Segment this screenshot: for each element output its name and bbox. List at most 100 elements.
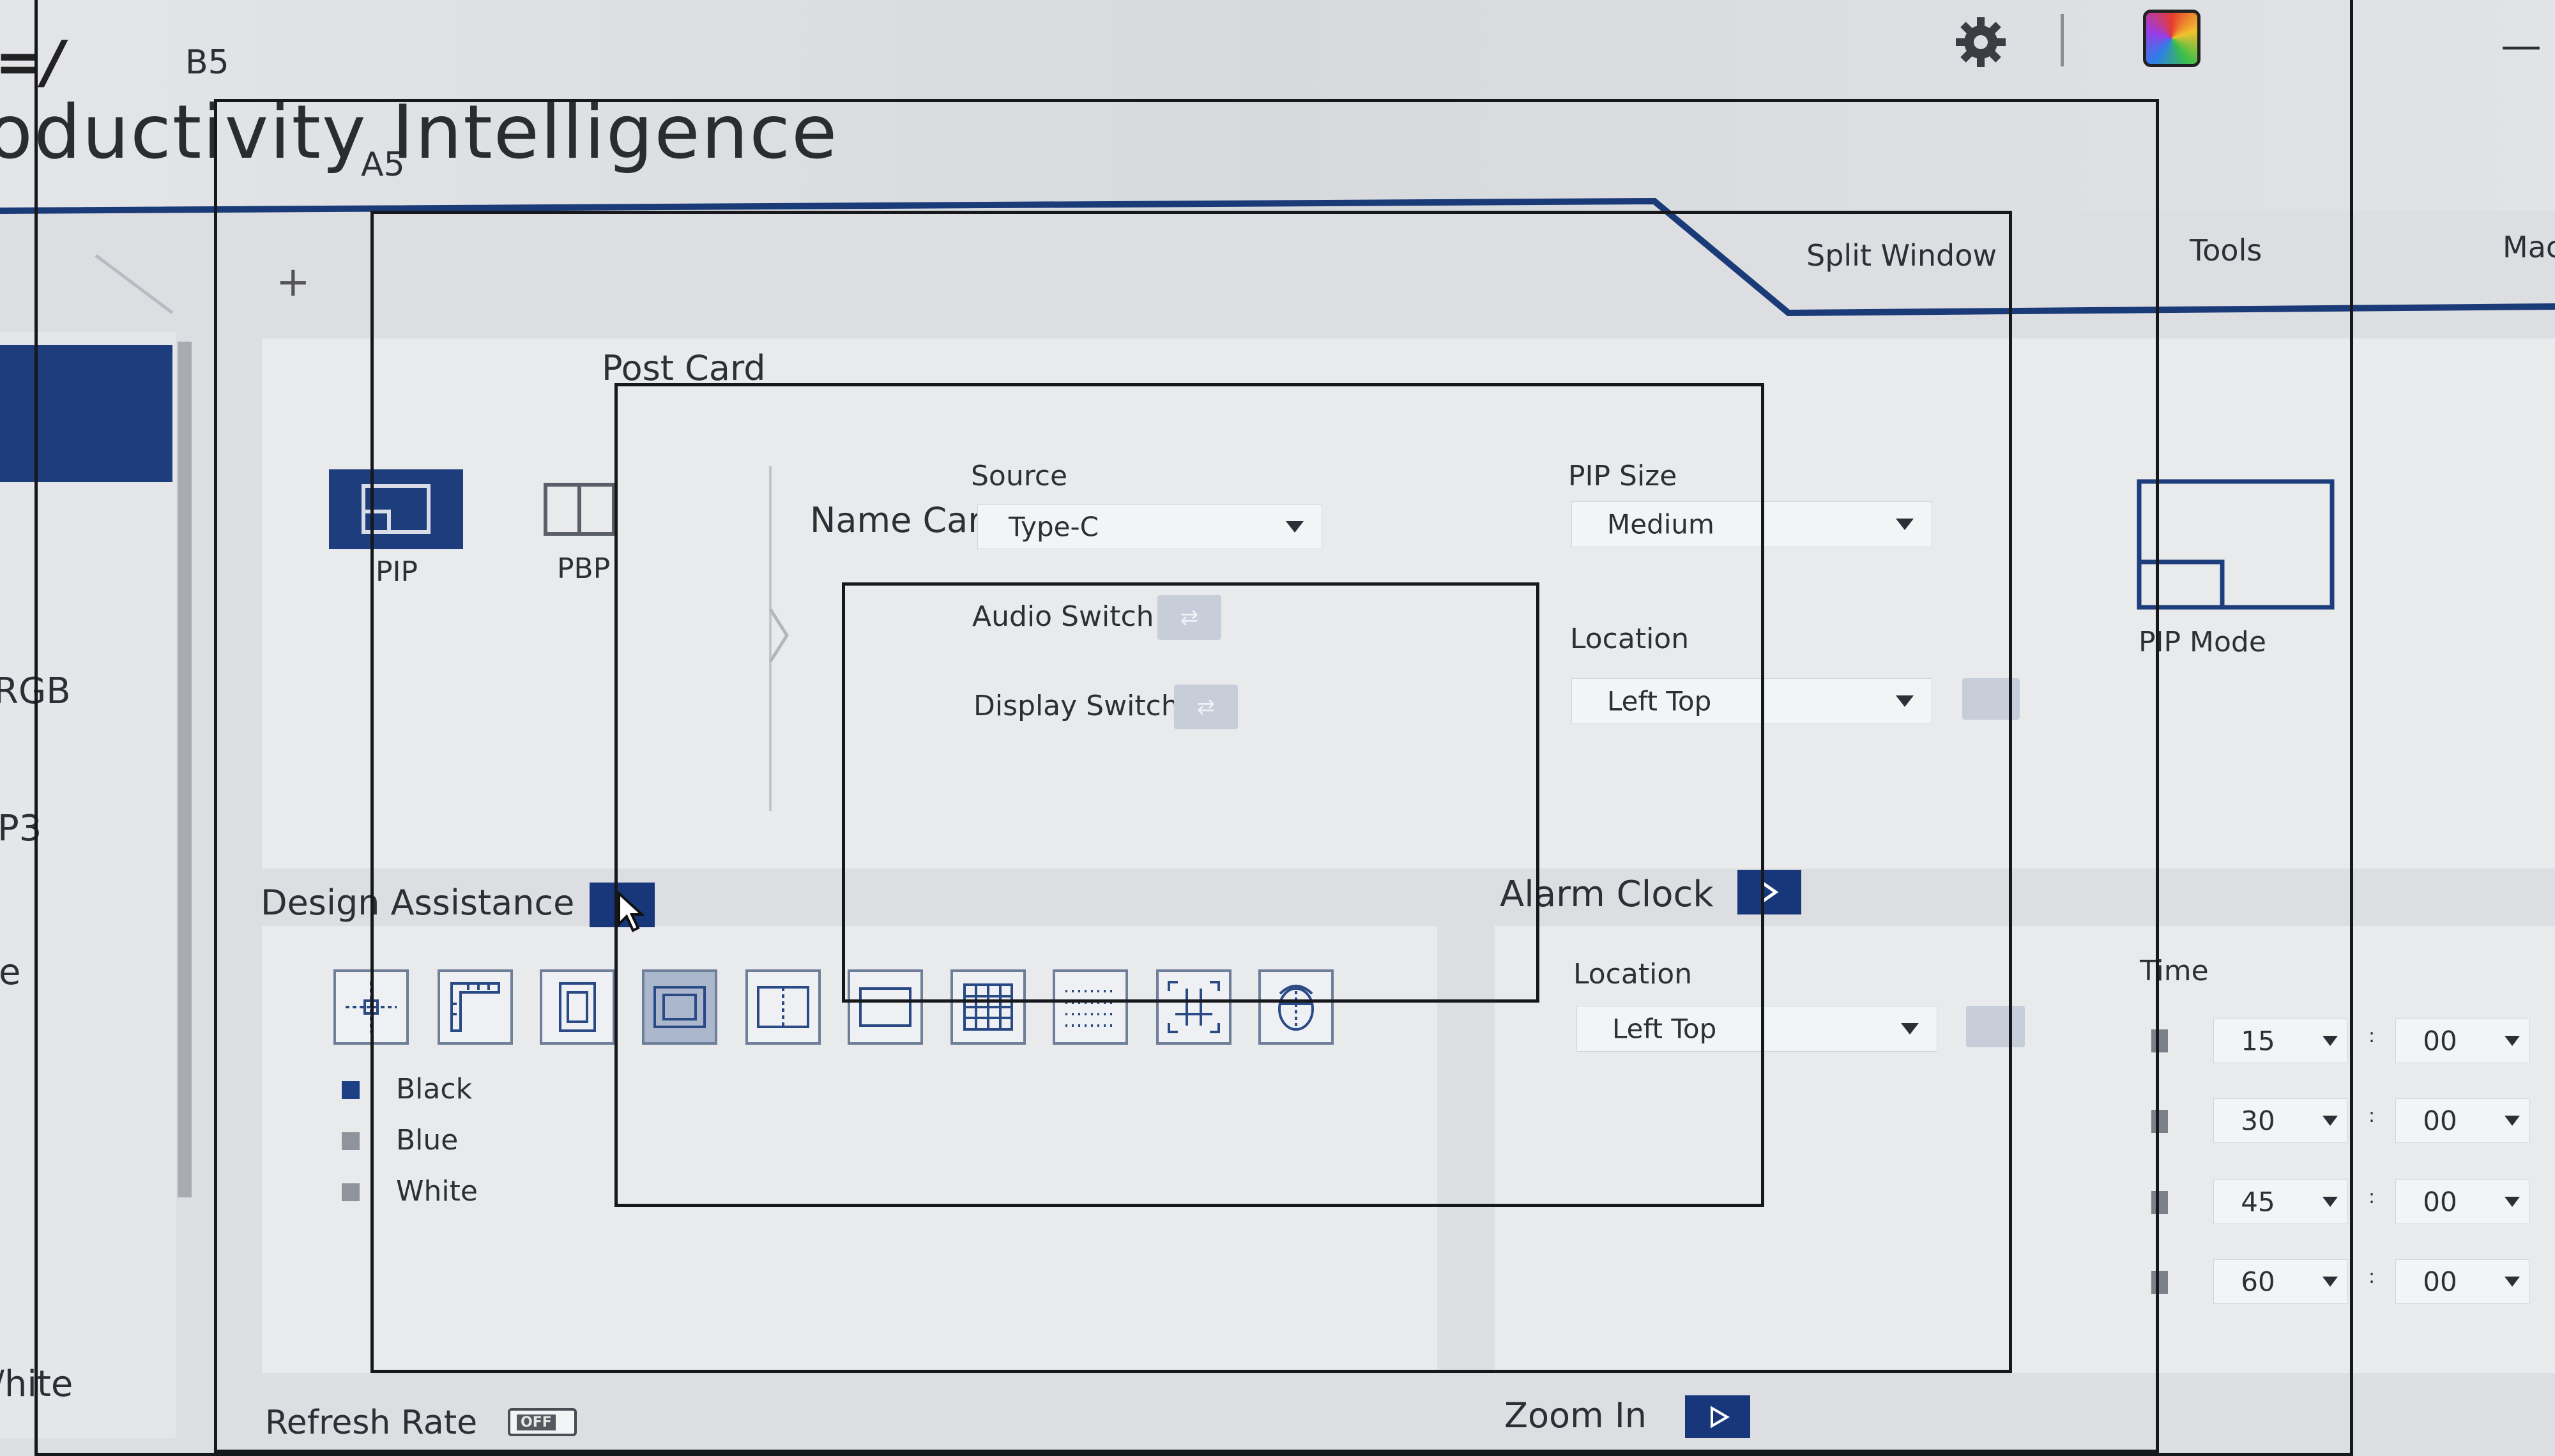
tab-tools[interactable]: Tools — [2190, 233, 2262, 268]
chevron-down-icon — [1896, 519, 1914, 530]
refresh-rate-toggle[interactable]: OFF — [508, 1408, 577, 1436]
chevron-down-icon — [2505, 1036, 2520, 1046]
audio-switch-label: Audio Switch — [972, 600, 1154, 633]
page-marker-b5: B5 — [185, 43, 229, 82]
grid-tool-face-guide[interactable] — [1258, 969, 1334, 1045]
header-divider — [2061, 14, 2064, 66]
time-row-handle[interactable] — [2151, 1191, 2168, 1214]
header-accent-line — [0, 197, 2555, 317]
mode-pip-button[interactable] — [329, 469, 463, 549]
alarm-location-label: Location — [1573, 958, 1693, 990]
grid-tool-rectangle[interactable] — [848, 969, 923, 1045]
chevron-down-icon — [1286, 521, 1304, 533]
frame-name-card — [842, 582, 1539, 1003]
swap-icon: ⇄ — [1180, 605, 1199, 630]
grid-tool-ruler[interactable] — [438, 969, 513, 1045]
source-select[interactable]: Type-C — [977, 504, 1322, 549]
split-window-panel — [262, 338, 2555, 868]
sidebar-item-e[interactable]: e — [0, 952, 21, 993]
source-value: Type-C — [1009, 511, 1099, 543]
time-row-handle[interactable] — [2151, 1110, 2168, 1133]
grid-tool-grid[interactable] — [950, 969, 1026, 1045]
time-minutes-select[interactable]: 15 — [2213, 1019, 2347, 1063]
refresh-rate-toggle-state: OFF — [517, 1414, 556, 1430]
pip-mode-label: PIP Mode — [2139, 626, 2266, 658]
sidebar — [0, 332, 176, 1438]
grid-tool-dots[interactable] — [1053, 969, 1128, 1045]
chevron-down-icon — [2322, 1197, 2338, 1207]
rectangle-icon — [859, 987, 911, 1027]
alarm-location-apply-button[interactable] — [1966, 1006, 2025, 1047]
alarm-clock-title: Alarm Clock — [1500, 874, 1714, 915]
color-swatch-blue[interactable] — [342, 1132, 360, 1150]
time-row-handle[interactable] — [2151, 1271, 2168, 1294]
time-minutes-select[interactable]: 60 — [2213, 1259, 2347, 1304]
alarm-location-value: Left Top — [1612, 1013, 1717, 1045]
pip-mode-preview-icon — [2137, 479, 2335, 610]
display-switch-toggle[interactable]: ⇄ — [1174, 685, 1238, 729]
sidebar-scrollbar[interactable] — [178, 342, 192, 1197]
pip-size-value: Medium — [1607, 508, 1714, 540]
zoom-in-toggle[interactable] — [1685, 1395, 1750, 1438]
chevron-right-icon[interactable] — [766, 607, 792, 664]
time-seconds-select[interactable]: 00 — [2395, 1019, 2529, 1063]
grid-tool-frame-active[interactable] — [642, 969, 717, 1045]
post-card-label: Post Card — [602, 348, 766, 388]
name-card-label: Name Card — [810, 500, 1003, 540]
time-seconds-select[interactable]: 00 — [2395, 1179, 2529, 1224]
time-separator: : — [2368, 1186, 2376, 1208]
swap-icon: ⇄ — [1196, 694, 1216, 720]
chevron-down-icon — [2322, 1277, 2338, 1287]
time-minutes-select[interactable]: 45 — [2213, 1179, 2347, 1224]
alarm-location-select[interactable]: Left Top — [1576, 1006, 1937, 1052]
chevron-down-icon — [2505, 1116, 2520, 1126]
time-row-handle[interactable] — [2151, 1029, 2168, 1052]
time-separator: : — [2368, 1105, 2376, 1127]
cursor-icon — [618, 891, 644, 932]
tab-mac[interactable]: Mac — [2503, 230, 2555, 264]
grid-tool-thirds[interactable] — [1156, 969, 1232, 1045]
frame-icon — [653, 986, 706, 1028]
add-tab-button[interactable]: + — [276, 259, 310, 306]
page-marker-a5: A5 — [361, 146, 405, 184]
color-label-blue[interactable]: Blue — [396, 1124, 459, 1156]
chevron-down-icon — [2505, 1197, 2520, 1207]
color-swatch-white[interactable] — [342, 1183, 360, 1201]
gear-icon[interactable] — [1955, 16, 2007, 68]
refresh-rate-label: Refresh Rate — [265, 1404, 478, 1442]
face-guide-icon — [1278, 985, 1314, 1031]
alarm-clock-toggle[interactable] — [1737, 870, 1801, 914]
color-swatch-black[interactable] — [342, 1081, 360, 1099]
pip-size-select[interactable]: Medium — [1571, 501, 1932, 547]
chevron-down-icon — [2505, 1277, 2520, 1287]
pip-location-select[interactable]: Left Top — [1571, 678, 1932, 724]
sidebar-active-item[interactable] — [0, 345, 172, 482]
grid-tool-split[interactable] — [745, 969, 821, 1045]
tab-split-window[interactable]: Split Window — [1806, 238, 1997, 273]
alarm-clock-panel — [1495, 926, 2555, 1373]
header-background — [0, 0, 2555, 211]
pip-size-label: PIP Size — [1568, 460, 1677, 492]
color-label-white[interactable]: White — [396, 1175, 478, 1208]
audio-switch-toggle[interactable]: ⇄ — [1157, 595, 1221, 640]
minimize-button[interactable]: — — [2501, 22, 2542, 70]
grid-icon — [963, 983, 1013, 1031]
chevron-right-icon — [1762, 881, 1779, 903]
time-seconds-select[interactable]: 00 — [2395, 1259, 2529, 1304]
design-assistance-title: Design Assistance — [261, 883, 575, 923]
time-separator: : — [2368, 1025, 2376, 1047]
pip-location-label: Location — [1570, 623, 1689, 655]
time-label: Time — [2140, 955, 2209, 987]
color-profile-icon[interactable] — [2143, 10, 2200, 67]
frame-post-card — [614, 383, 1764, 1207]
chevron-down-icon — [2322, 1116, 2338, 1126]
chevron-down-icon — [1896, 695, 1914, 707]
time-seconds-select[interactable]: 00 — [2395, 1098, 2529, 1143]
grid-tool-safe-area[interactable] — [540, 969, 615, 1045]
color-label-black[interactable]: Black — [396, 1073, 473, 1105]
safe-area-icon — [559, 982, 596, 1032]
pip-icon — [362, 484, 431, 534]
pbp-icon[interactable] — [543, 482, 616, 536]
time-minutes-select[interactable]: 30 — [2213, 1098, 2347, 1143]
play-icon — [1711, 1406, 1730, 1429]
